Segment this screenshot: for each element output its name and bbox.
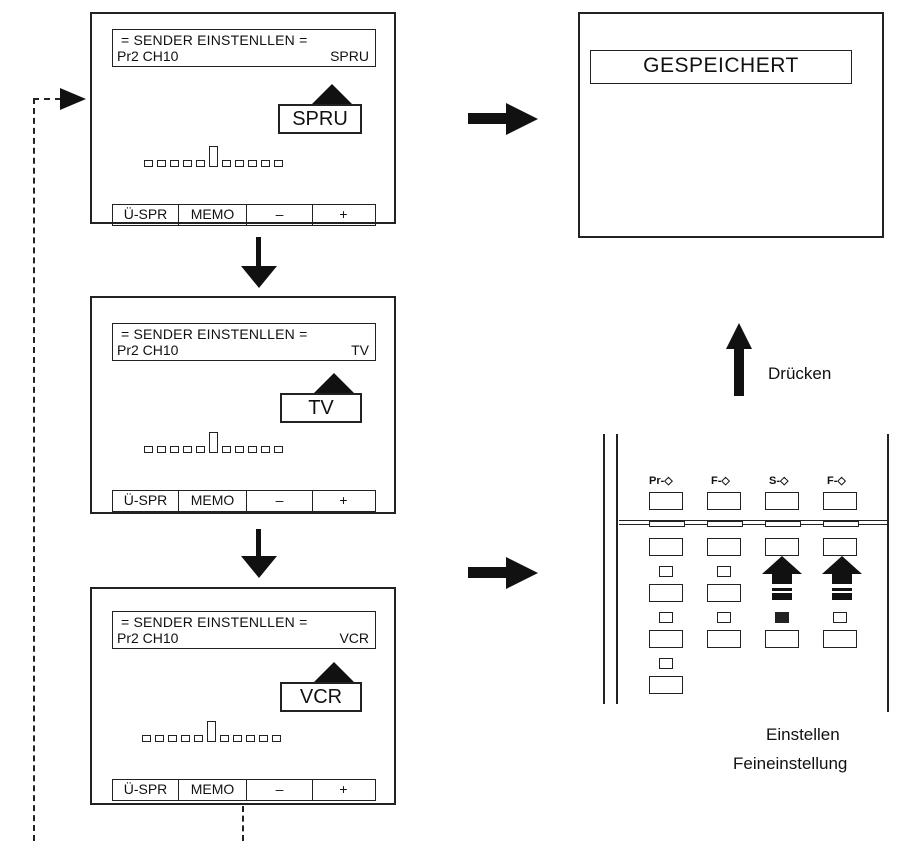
screen-menu-bar: Ü-SPR MEMO – + <box>112 490 376 512</box>
remote-strip <box>649 521 685 527</box>
tuning-scale <box>142 721 285 742</box>
tv-screen-tv: = SENDER EINSTENLLEN = Pr2 CH10 TV TV Ü-… <box>90 296 396 514</box>
screen-menu-bar: Ü-SPR MEMO – + <box>112 204 376 226</box>
menu-uspr[interactable]: Ü-SPR <box>113 205 179 225</box>
remote-label-s: S-◇ <box>769 475 789 487</box>
remote-label-pr: Pr-◇ <box>649 475 673 487</box>
tuning-cursor <box>207 721 216 742</box>
screen-header: = SENDER EINSTENLLEN = Pr2 CH10 TV <box>112 323 376 361</box>
remote-key-s[interactable] <box>765 492 799 510</box>
remote-key[interactable] <box>765 538 799 556</box>
remote-key[interactable] <box>649 584 683 602</box>
teletext-icon <box>717 612 731 623</box>
menu-memo[interactable]: MEMO <box>179 205 247 225</box>
tuning-scale <box>144 146 287 167</box>
mode-box: TV <box>280 393 362 423</box>
tuning-cursor <box>209 146 218 167</box>
header-program: Pr2 CH10 <box>117 630 179 646</box>
teletext-icon <box>833 612 847 623</box>
header-mode: TV <box>351 342 369 358</box>
header-program: Pr2 CH10 <box>117 342 179 358</box>
remote-key[interactable] <box>765 630 799 648</box>
remote-key[interactable] <box>649 676 683 694</box>
menu-uspr[interactable]: Ü-SPR <box>113 491 179 511</box>
tuning-scale <box>144 432 287 453</box>
remote-key[interactable] <box>649 630 683 648</box>
caption-feineinstellung: Feineinstellung <box>733 754 848 773</box>
menu-memo[interactable]: MEMO <box>179 780 247 800</box>
caption-einstellen: Einstellen <box>766 725 840 744</box>
screen-header: = SENDER EINSTENLLEN = Pr2 CH10 SPRU <box>112 29 376 67</box>
menu-plus[interactable]: + <box>339 781 348 797</box>
header-mode: VCR <box>339 630 369 646</box>
remote-key[interactable] <box>707 630 741 648</box>
up-pointer-icon <box>314 662 354 682</box>
hand-pointer-icon <box>822 556 862 600</box>
remote-key[interactable] <box>649 538 683 556</box>
remote-label-f1: F-◇ <box>711 475 730 487</box>
loop-line-bottom <box>242 806 244 841</box>
remote-key-pr[interactable] <box>649 492 683 510</box>
loop-line-top <box>33 98 61 100</box>
teletext-icon <box>659 566 673 577</box>
header-title: = SENDER EINSTENLLEN = <box>121 614 308 630</box>
hand-pointer-icon <box>762 556 802 600</box>
teletext-icon <box>775 612 789 623</box>
teletext-icon <box>659 612 673 623</box>
remote-strip <box>765 521 801 527</box>
remote-strip <box>823 521 859 527</box>
saved-label: GESPEICHERT <box>590 50 852 84</box>
press-label: Drücken <box>768 364 832 383</box>
remote-key-f1[interactable] <box>707 492 741 510</box>
remote-key[interactable] <box>823 538 857 556</box>
menu-memo[interactable]: MEMO <box>179 491 247 511</box>
remote-strip <box>707 521 743 527</box>
remote-key[interactable] <box>823 630 857 648</box>
header-title: = SENDER EINSTENLLEN = <box>121 326 308 342</box>
menu-minus[interactable]: – <box>247 491 313 511</box>
screen-header: = SENDER EINSTENLLEN = Pr2 CH10 VCR <box>112 611 376 649</box>
remote-control: Pr-◇ F-◇ S-◇ F-◇ <box>597 434 897 712</box>
teletext-icon <box>717 566 731 577</box>
remote-key[interactable] <box>707 538 741 556</box>
tv-screen-spru: = SENDER EINSTENLLEN = Pr2 CH10 SPRU SPR… <box>90 12 396 226</box>
menu-plus[interactable]: + <box>339 492 348 508</box>
remote-label-f2: F-◇ <box>827 475 846 487</box>
teletext-icon <box>659 658 673 669</box>
remote-divider <box>619 520 887 525</box>
menu-minus[interactable]: – <box>247 780 313 800</box>
remote-key-f2[interactable] <box>823 492 857 510</box>
up-pointer-icon <box>312 84 352 104</box>
remote-key[interactable] <box>707 584 741 602</box>
menu-minus[interactable]: – <box>247 205 313 225</box>
header-mode: SPRU <box>330 48 369 64</box>
menu-plus[interactable]: + <box>339 206 348 222</box>
header-title: = SENDER EINSTENLLEN = <box>121 32 308 48</box>
screen-menu-bar: Ü-SPR MEMO – + <box>112 779 376 801</box>
mode-box: SPRU <box>278 104 362 134</box>
tuning-cursor <box>209 432 218 453</box>
tv-screen-vcr: = SENDER EINSTENLLEN = Pr2 CH10 VCR VCR … <box>90 587 396 805</box>
loop-arrow-icon <box>60 88 86 110</box>
mode-box: VCR <box>280 682 362 712</box>
loop-line-left <box>33 98 35 841</box>
menu-uspr[interactable]: Ü-SPR <box>113 780 179 800</box>
header-program: Pr2 CH10 <box>117 48 179 64</box>
up-pointer-icon <box>314 373 354 393</box>
result-screen: GESPEICHERT <box>578 12 884 238</box>
